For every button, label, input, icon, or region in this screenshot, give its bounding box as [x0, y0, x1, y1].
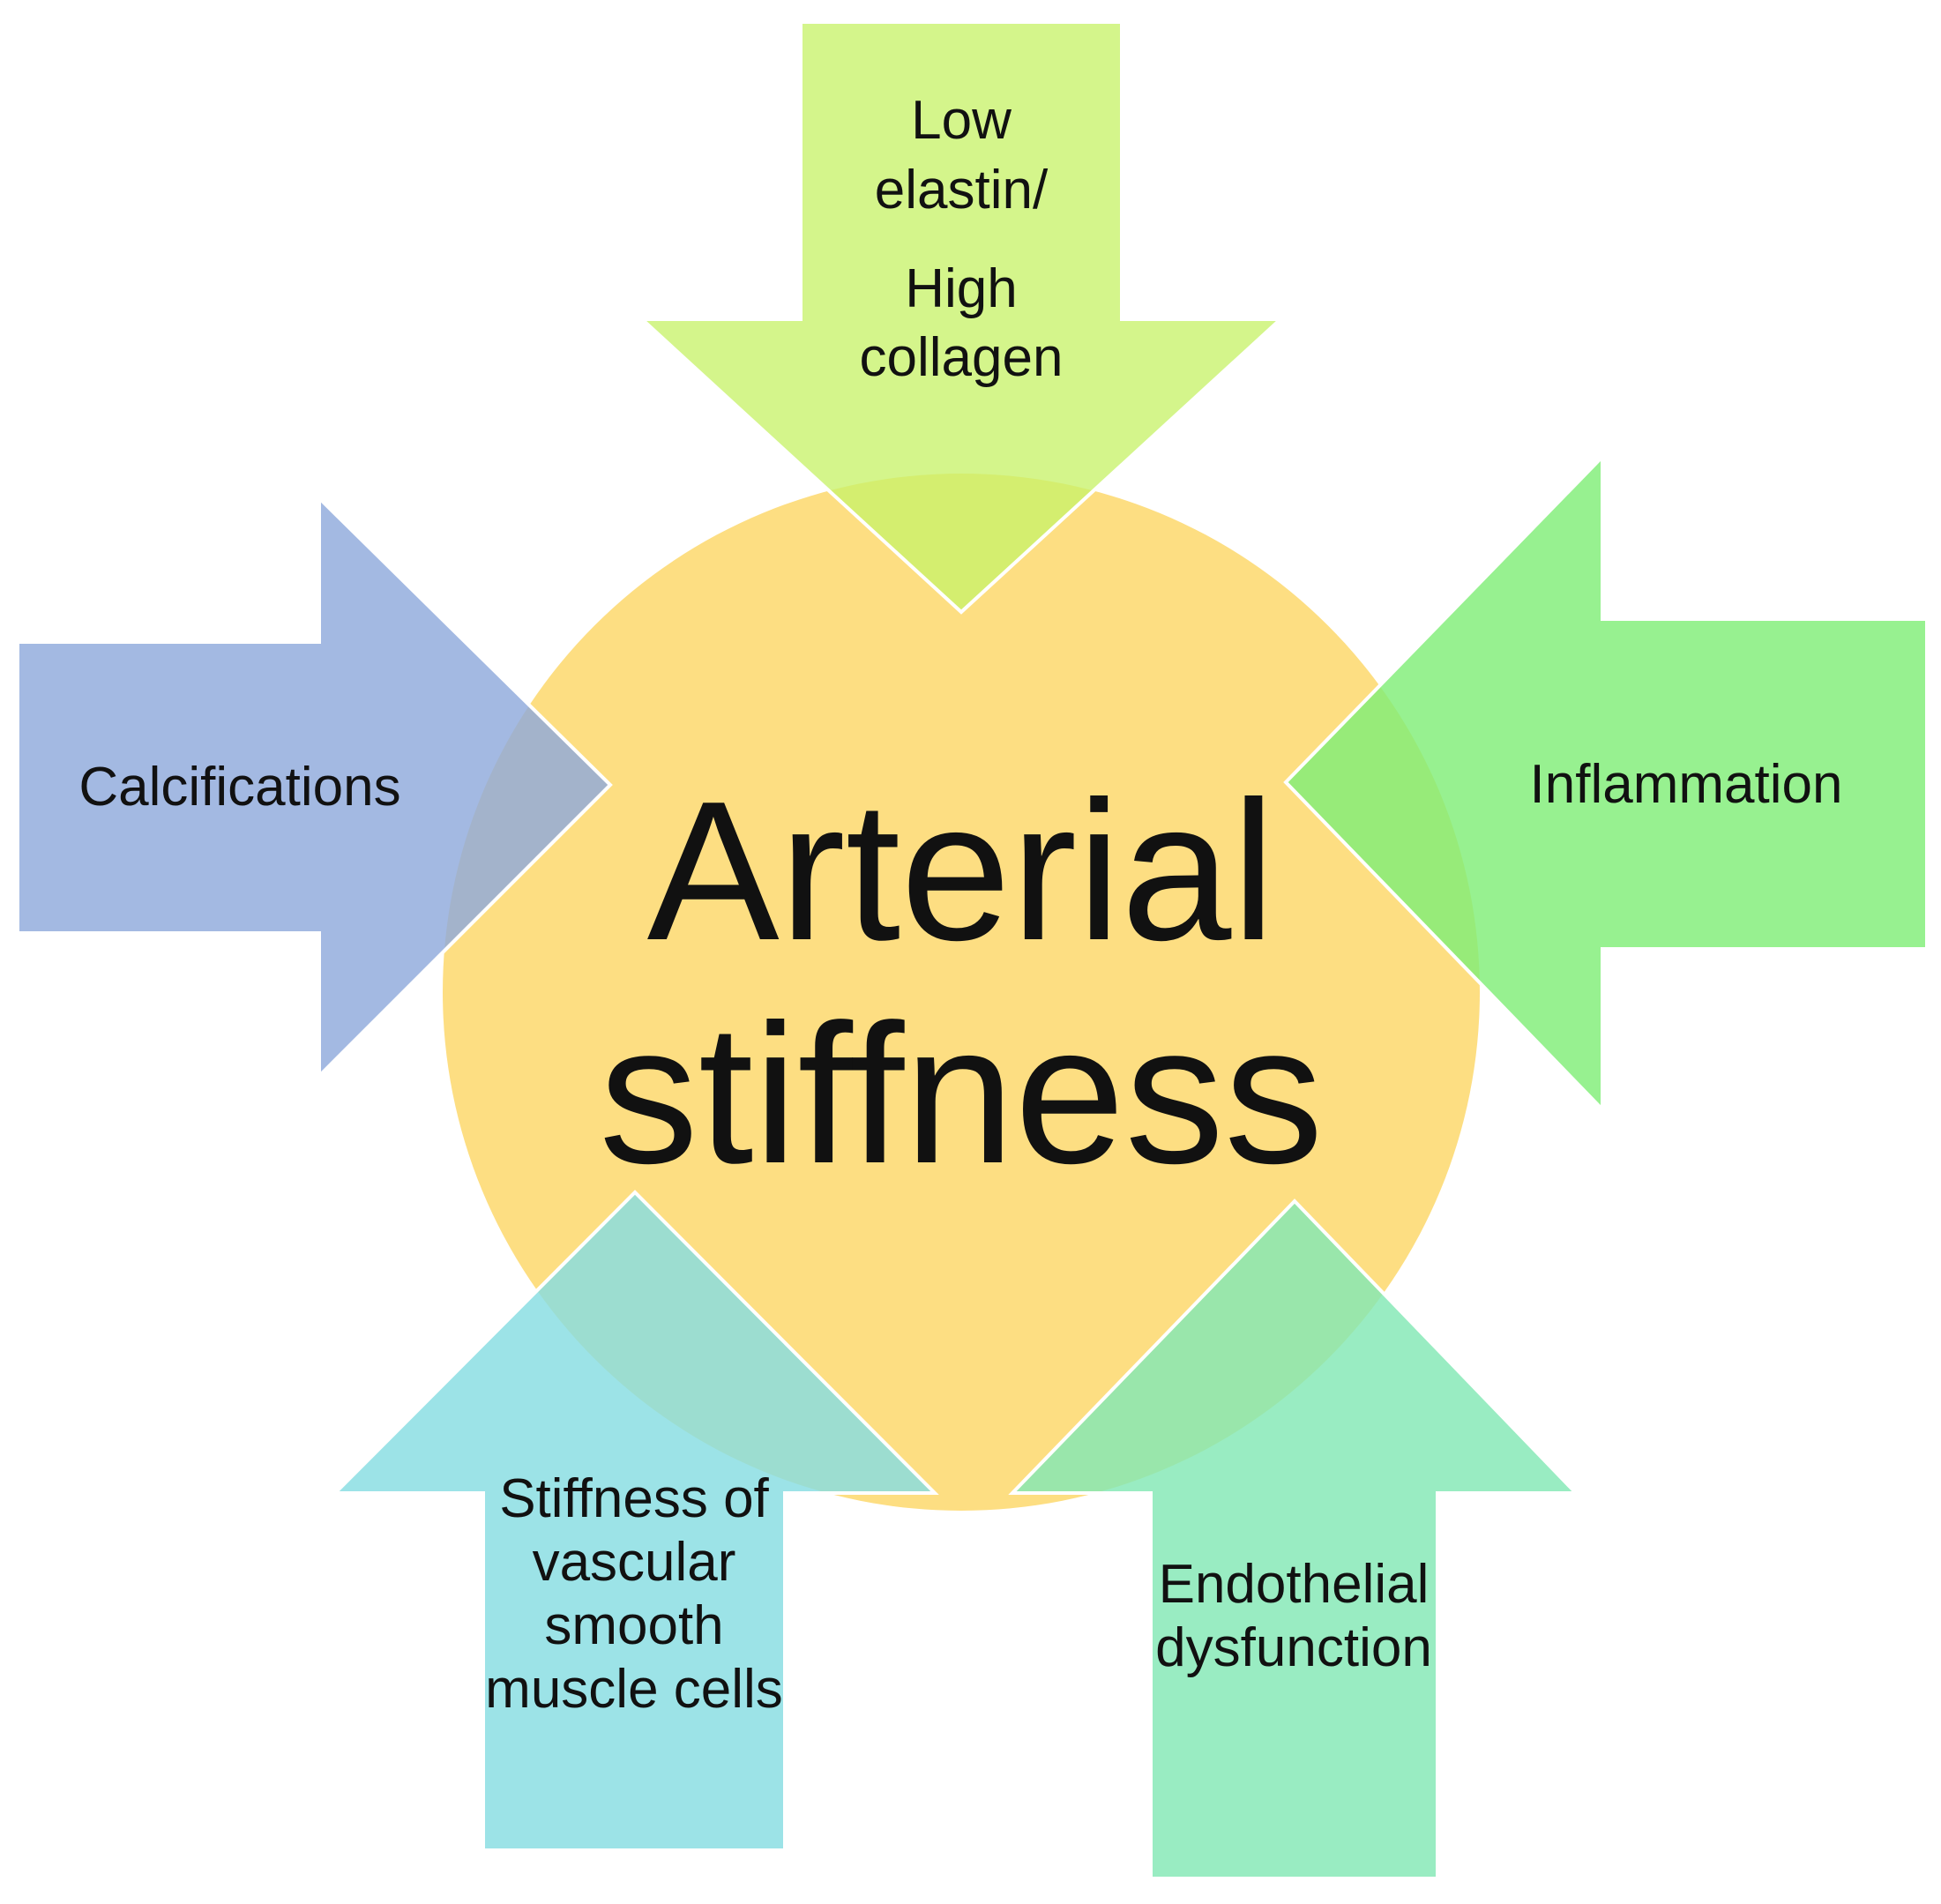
bottom-right-label-line-2: dysfunction [1155, 1617, 1432, 1678]
arrow-right-inflammation [1283, 452, 1929, 1114]
bottom-right-label-line-1: Endothelial [1159, 1554, 1430, 1615]
bottom-left-label-line-3: smooth [544, 1595, 723, 1656]
center-label-line-1: Arterial [647, 759, 1276, 982]
bottom-left-label-line-4: muscle cells [485, 1659, 783, 1720]
arrow-top-collagen [637, 20, 1286, 615]
top-label-line-2: elastin/ [875, 160, 1049, 220]
top-label-line-4: collagen [860, 327, 1064, 388]
arrow-left-calcifications [16, 494, 613, 1080]
center-circle [443, 474, 1480, 1511]
left-label: Calcifications [78, 757, 400, 818]
bottom-left-label-line-2: vascular [533, 1532, 736, 1593]
top-label-line-3: High [905, 258, 1018, 319]
center-label-line-2: stiffness [599, 982, 1323, 1205]
arrow-bottom-left-vsmc [331, 1190, 939, 1852]
arrow-bottom-right-endothelial [1008, 1198, 1580, 1880]
top-label-line-1: Low [911, 90, 1012, 151]
right-label: Inflammation [1530, 754, 1843, 815]
bottom-left-label-line-1: Stiffness of [499, 1468, 769, 1529]
